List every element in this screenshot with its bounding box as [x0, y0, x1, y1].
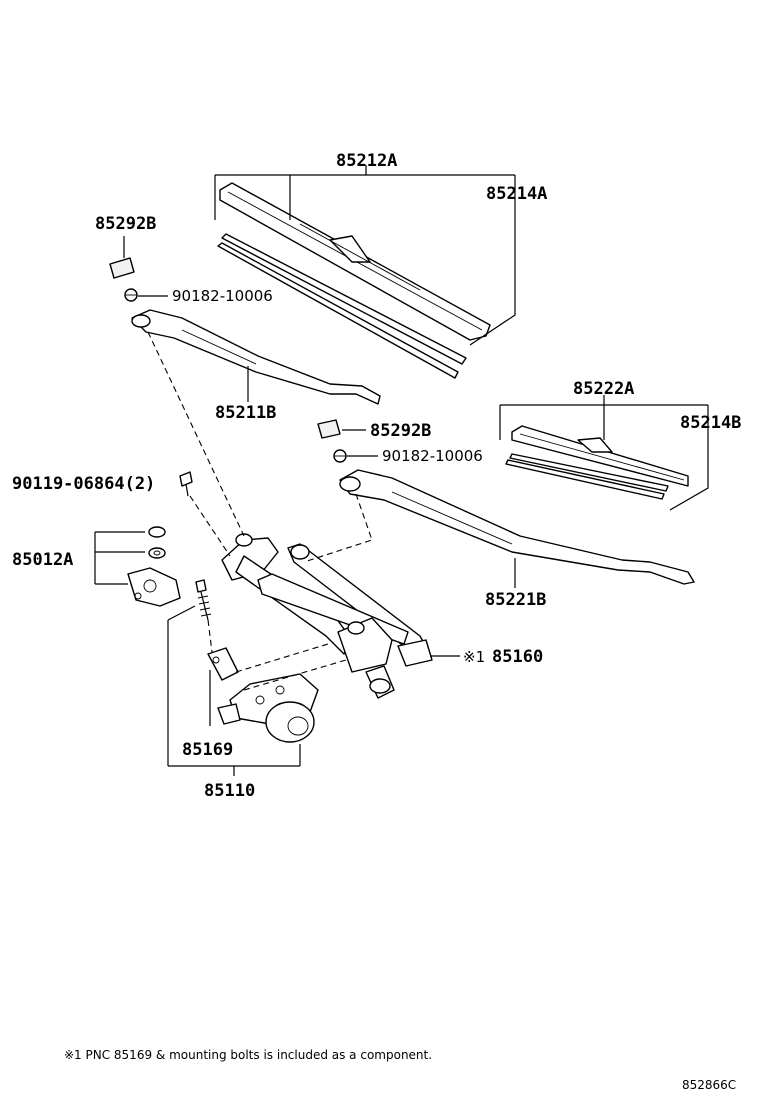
front-pivot-cap [109, 257, 135, 279]
rear-pivot-nut [333, 449, 347, 463]
rear-blade-refill [505, 453, 669, 500]
label-85292b-rear: 85292B [370, 421, 431, 441]
label-85012a: 85012A [12, 550, 73, 570]
rear-pivot-cap [317, 419, 341, 439]
footnote: ※1 PNC 85169 & mounting bolts is include… [64, 1048, 432, 1062]
rear-wiper-arm [339, 469, 695, 585]
rear-wiper-blade [511, 425, 689, 487]
label-link-prefix: ※1 [463, 648, 485, 666]
label-90182-rear: 90182-10006 [382, 447, 483, 465]
motor-bracket-screw [195, 579, 212, 621]
motor-kit-leader [94, 531, 145, 585]
label-85211b: 85211B [215, 403, 276, 423]
motor-kit-cover [127, 567, 181, 607]
wiper-motor [217, 673, 319, 743]
motor-crank-bracket [207, 647, 239, 681]
motor-leader [167, 605, 301, 776]
diagram-code: 852866C [682, 1078, 736, 1092]
motor-kit-nut [148, 526, 166, 538]
mounting-bolt [179, 471, 193, 497]
front-pivot-nut [124, 288, 138, 302]
label-85214b: 85214B [680, 413, 741, 433]
label-85169: 85169 [182, 740, 233, 760]
label-90182-front: 90182-10006 [172, 287, 273, 305]
assembly-dash-lines [147, 331, 373, 691]
label-85212a: 85212A [336, 151, 397, 171]
rear-blade-leader [499, 395, 709, 511]
front-blade-leader [214, 165, 516, 346]
front-blade-refill [217, 233, 467, 379]
motor-kit-washer [148, 547, 166, 559]
front-wiper-arm [131, 309, 381, 405]
label-90119: 90119-06864(2) [12, 474, 155, 494]
front-wiper-blade [219, 182, 491, 341]
wiper-linkage [221, 533, 433, 699]
label-85222a: 85222A [573, 379, 634, 399]
label-85221b: 85221B [485, 590, 546, 610]
label-85110: 85110 [204, 781, 255, 801]
label-85214a: 85214A [486, 184, 547, 204]
label-85292b-front: 85292B [95, 214, 156, 234]
label-85160: 85160 [492, 647, 543, 667]
